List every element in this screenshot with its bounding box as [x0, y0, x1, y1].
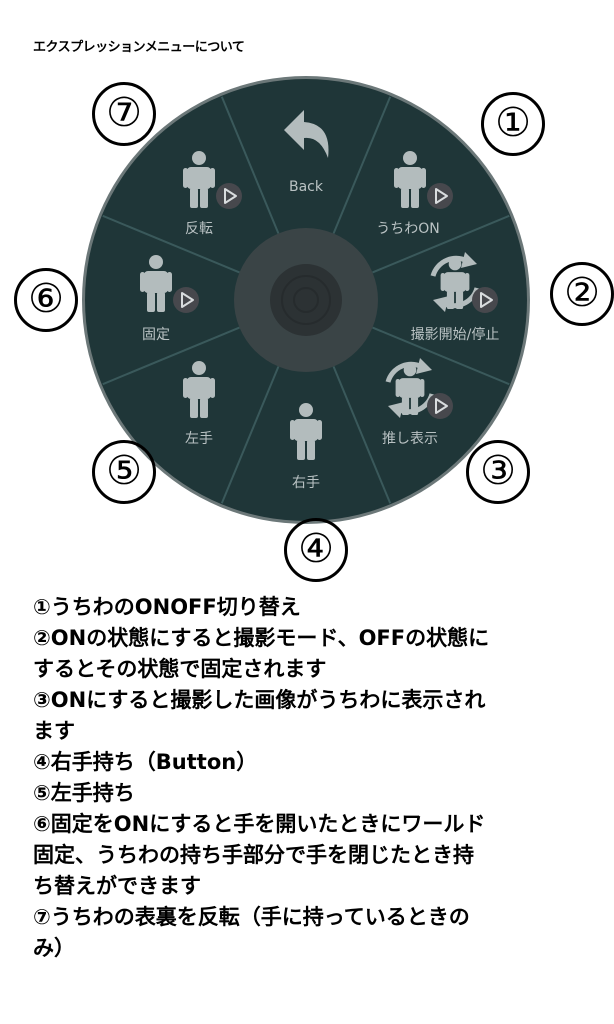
avatar-icon: [140, 255, 172, 312]
page-title: エクスプレッションメニューについて: [33, 40, 245, 55]
description-line: ②ONの状態にすると撮影モード、OFFの状態に: [33, 626, 490, 650]
menu-segment-3[interactable]: 撮影開始/停止: [411, 252, 500, 343]
back-arrow-icon: [284, 110, 329, 158]
menu-segment-4[interactable]: 推し表示: [382, 358, 453, 447]
callout-2: ②: [550, 262, 614, 326]
segment-divider: [220, 366, 280, 504]
submenu-badge: [472, 287, 498, 313]
menu-segment-1[interactable]: Back: [284, 110, 329, 195]
menu-segment-8[interactable]: 反転: [183, 151, 242, 237]
menu-segment-label: 右手: [292, 475, 320, 491]
menu-segment-5[interactable]: 右手: [290, 403, 322, 491]
segment-divider: [332, 96, 392, 234]
description-line: ます: [33, 719, 75, 743]
description-line: み）: [33, 936, 75, 960]
callout-4: ④: [284, 518, 348, 582]
menu-segment-label: 反転: [185, 221, 213, 237]
segment-divider: [332, 366, 392, 504]
play-icon: [181, 292, 194, 308]
description-line: ち替えができます: [33, 874, 201, 898]
play-icon: [480, 292, 493, 308]
segment-divider: [102, 214, 240, 274]
menu-segment-label: 固定: [142, 327, 170, 343]
avatar-rotate-icon: [430, 252, 480, 312]
description-line: ⑥固定をONにすると手を開いたときにワールド: [33, 812, 486, 836]
segment-divider: [220, 96, 280, 234]
avatar-icon: [290, 403, 322, 460]
avatar-icon: [183, 151, 215, 208]
menu-segment-label: うちわON: [376, 221, 440, 237]
callout-7: ⑦: [92, 82, 156, 146]
menu-segment-6[interactable]: 左手: [183, 361, 215, 447]
description-list: ①うちわのONOFF切り替え ②ONの状態にすると撮影モード、OFFの状態に す…: [33, 592, 593, 964]
menu-segment-2[interactable]: うちわON: [376, 151, 453, 237]
callout-5: ⑤: [92, 440, 156, 504]
submenu-badge: [173, 287, 199, 313]
submenu-badge: [427, 393, 453, 419]
play-icon: [435, 188, 448, 204]
segment-divider: [372, 214, 510, 274]
center-joystick: [270, 264, 342, 336]
description-line: ⑦うちわの表裏を反転（手に持っているときの: [33, 905, 470, 929]
menu-segment-label: 左手: [185, 431, 213, 447]
submenu-badge: [427, 183, 453, 209]
play-icon: [435, 398, 448, 414]
callout-3: ③: [466, 440, 530, 504]
description-line: 固定、うちわの持ち手部分で手を閉じたとき持: [33, 843, 474, 867]
menu-segment-7[interactable]: 固定: [140, 255, 199, 343]
menu-segment-label: 撮影開始/停止: [411, 326, 500, 343]
avatar-icon: [183, 361, 215, 418]
callout-1: ①: [481, 92, 545, 156]
avatar-rotate-icon: [385, 358, 435, 418]
menu-segment-label: 推し表示: [382, 431, 438, 447]
description-line: するとその状態で固定されます: [33, 657, 327, 681]
submenu-badge: [216, 183, 242, 209]
description-line: ①うちわのONOFF切り替え: [33, 595, 301, 619]
menu-segment-label: Back: [289, 179, 324, 195]
play-icon: [224, 188, 237, 204]
description-line: ④右手持ち（Button）: [33, 750, 258, 774]
description-line: ⑤左手持ち: [33, 781, 135, 805]
segment-divider: [102, 326, 240, 386]
callout-6: ⑥: [14, 268, 78, 332]
segment-divider: [372, 326, 510, 386]
avatar-icon: [394, 151, 426, 208]
description-line: ③ONにすると撮影した画像がうちわに表示され: [33, 688, 486, 712]
